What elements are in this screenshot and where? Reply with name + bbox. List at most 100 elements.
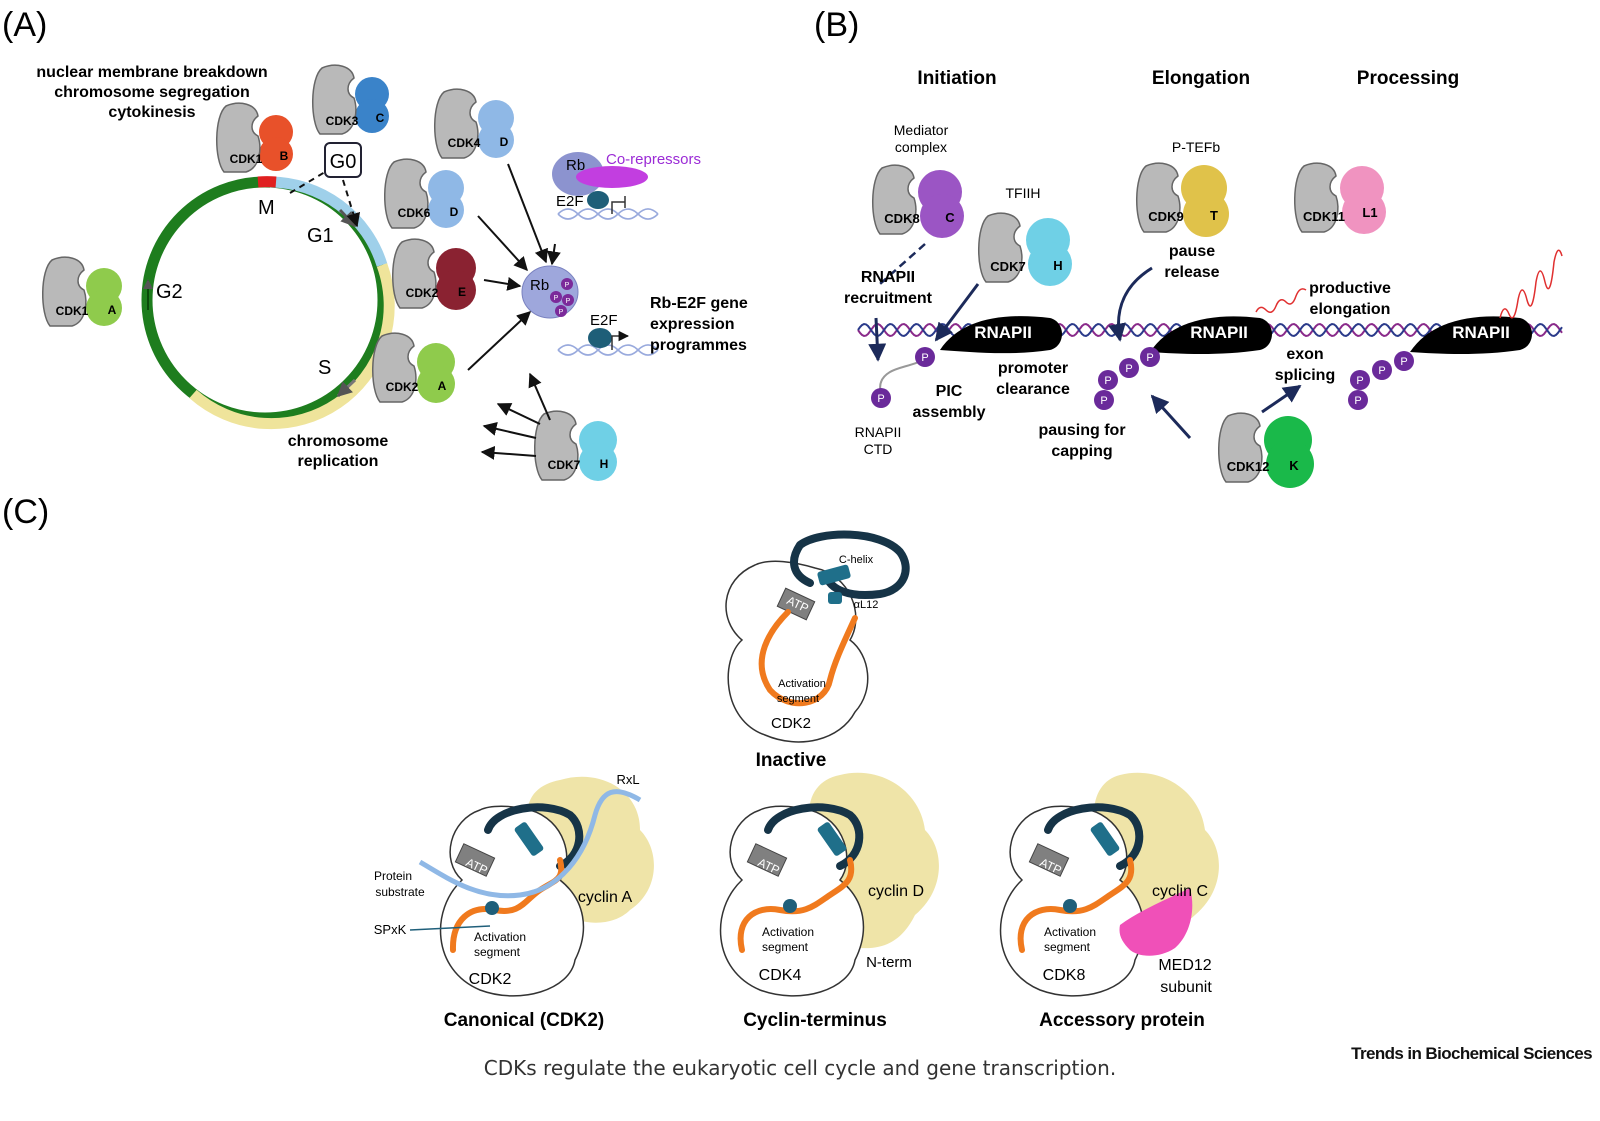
complex-cyclin-label: T [1210, 208, 1218, 223]
substrate-line-1: Protein [374, 869, 412, 883]
e2f-label-top: E2F [556, 193, 584, 210]
figure-caption: CDKs regulate the eukaryotic cell cycle … [483, 1056, 1117, 1080]
complex-cdk7-h-a: CDK7 H [533, 410, 617, 481]
cdk7-arrow-2 [496, 403, 541, 425]
rnapii-label: RNAPII [1452, 323, 1510, 342]
phase-s: S [318, 357, 331, 379]
ptefb-label: P-TEFb [1172, 139, 1220, 155]
complex-cyclin-label: E [458, 285, 466, 299]
clearance-line-2: clearance [996, 381, 1070, 398]
splicing-line-2: splicing [1275, 367, 1335, 384]
capping-line-1: pausing for [1038, 422, 1125, 439]
complex-cdk-label: CDK7 [990, 259, 1025, 274]
ctd-phospho-processing: P P P P [1348, 351, 1414, 410]
g0-exit-line [289, 171, 326, 194]
capping-arrow [1150, 394, 1192, 440]
complex-cdk-label: CDK3 [326, 114, 359, 128]
p-label: P [877, 393, 884, 405]
complex-cyclin-label: K [1289, 458, 1299, 473]
cdk-label: CDK2 [469, 971, 512, 988]
ctd-phospho-initiation: P P [871, 347, 935, 408]
corepressor-ellipse [576, 166, 648, 188]
stage-processing: Processing [1357, 68, 1459, 89]
complex-cdk-label: CDK2 [386, 380, 419, 394]
arrow-cdk2a-rb [467, 311, 532, 371]
complex-cyclin-label: H [1053, 258, 1062, 273]
pause-release-arrow [1108, 266, 1153, 342]
complex-cdk-label: CDK8 [884, 211, 919, 226]
s-event-1: chromosome [288, 433, 389, 450]
arrow-rbe2f-rb [546, 243, 561, 266]
cyclin-label: cyclin A [578, 889, 633, 906]
p-label: P [1378, 365, 1385, 377]
cyclin-label: cyclin D [868, 883, 924, 900]
spxk-label: SPxK [374, 922, 407, 937]
rb-repressor-complex: Rb E2F [552, 152, 659, 220]
productive-line-2: elongation [1310, 301, 1391, 318]
rb-p4: P [559, 309, 564, 316]
s-arc [189, 263, 395, 430]
p-label: P [1146, 352, 1153, 364]
ctd-phospho-elongation: P P P P [1094, 347, 1160, 410]
canonical-title: Canonical (CDK2) [444, 1010, 604, 1031]
complex-cdk-label: CDK1 [230, 152, 263, 166]
complex-cdk-label: CDK6 [398, 206, 431, 220]
arrow-cdk2e-rb [483, 277, 522, 291]
corepressors-label: Co-repressors [606, 151, 701, 168]
s-event-2: replication [298, 453, 379, 470]
act-seg-line-1: Activation [762, 925, 814, 939]
p-label: P [1354, 395, 1361, 407]
p-label: P [921, 352, 928, 364]
rb-p1: P [565, 282, 570, 289]
complex-cdk-label: CDK7 [548, 458, 581, 472]
cyclin-terminus-title: Cyclin-terminus [743, 1010, 887, 1031]
panel-c-label: (C) [2, 493, 49, 531]
e2f-label: E2F [590, 312, 618, 329]
cdk7-arrow-1 [528, 372, 551, 421]
complex-cdk-label: CDK9 [1148, 209, 1183, 224]
act-seg-line-1: Activation [1044, 925, 1096, 939]
g1-arc [269, 176, 388, 267]
complex-cdk8-c: CDK8 C [871, 164, 964, 238]
inactive-title: Inactive [756, 750, 827, 771]
complex-cyclin-label: B [280, 149, 289, 163]
complex-cyclin-label: H [600, 457, 609, 471]
complex-cdk3-c: CDK3 C [311, 64, 389, 135]
complex-cyclin-label: A [108, 303, 117, 317]
rnapii-label: RNAPII [974, 323, 1032, 342]
rb-label: Rb [530, 277, 549, 294]
act-seg-line-2: segment [777, 693, 819, 705]
recruitment-arrow [868, 317, 887, 362]
cdk-label: CDK8 [1043, 967, 1086, 984]
ctd-line-2: CTD [864, 441, 893, 457]
complex-cdk-label: CDK12 [1227, 459, 1270, 474]
complex-cyclin-label: L1 [1362, 205, 1377, 220]
rb-e2f-line-1: Rb-E2F gene [650, 295, 748, 312]
canonical-structure: ATP RxL Protein substrate SPxK Activatio… [374, 772, 654, 997]
tfiih-label: TFIIH [1006, 185, 1041, 201]
accessory-protein-structure: ATP Activation segment cyclin C MED12 su… [999, 772, 1219, 997]
complex-cdk4-d: CDK4 D [433, 88, 514, 159]
phase-g2: G2 [156, 281, 183, 303]
complex-cdk1-b: CDK1 B [215, 102, 293, 173]
clearance-line-1: promoter [998, 360, 1068, 377]
capping-line-2: capping [1051, 443, 1112, 460]
arrow-cdk6-rb [477, 215, 528, 272]
rnapii-label: RNAPII [1190, 323, 1248, 342]
cdk7-ctd-arrow [934, 283, 980, 342]
p-label: P [1125, 363, 1132, 375]
act-seg-line-2: segment [474, 945, 521, 959]
recruitment-line-1: RNAPII [861, 269, 915, 286]
p-label: P [1356, 375, 1363, 387]
panel-b-label: (B) [814, 6, 859, 44]
cdk-label: CDK4 [759, 967, 802, 984]
phase-g1: G1 [307, 225, 334, 247]
med12-line-1: MED12 [1158, 957, 1211, 974]
free-e2f: E2F [557, 312, 659, 356]
rxl-label: RxL [616, 772, 639, 787]
phase-g0: G0 [330, 151, 357, 173]
stage-initiation: Initiation [917, 68, 996, 89]
act-seg-line-1: Activation [474, 930, 526, 944]
p-label: P [1100, 395, 1107, 407]
